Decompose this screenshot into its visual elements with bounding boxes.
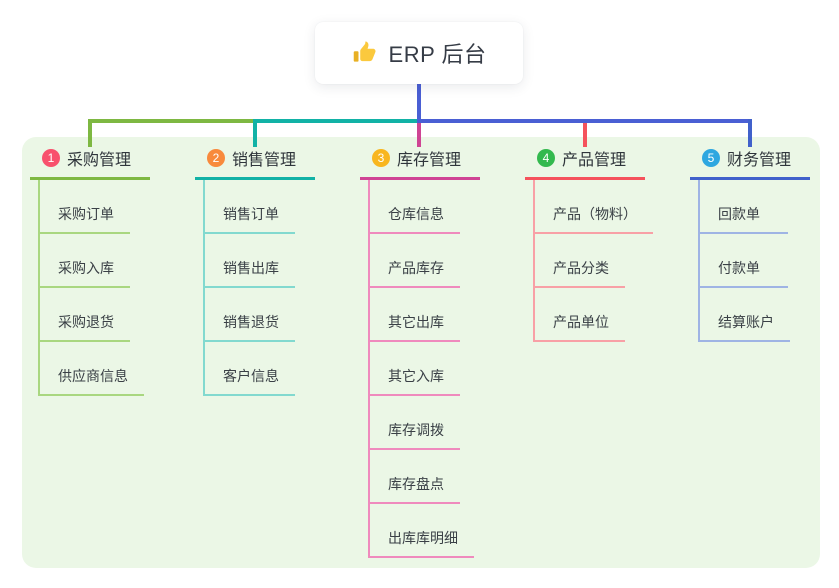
sub-item-label: 客户信息 — [223, 368, 279, 384]
connector-bus-segment-2 — [253, 119, 418, 123]
sub-item[interactable]: 客户信息 — [205, 342, 295, 396]
branch-header-inventory[interactable]: 3 库存管理 — [360, 147, 480, 180]
branch-sub-list: 产品（物料） 产品分类 产品单位 — [533, 180, 653, 342]
sub-item[interactable]: 其它入库 — [370, 342, 460, 396]
sub-item[interactable]: 产品（物料） — [535, 180, 653, 234]
sub-item-label: 产品库存 — [388, 260, 444, 276]
sub-item[interactable]: 仓库信息 — [370, 180, 460, 234]
branch-label: 库存管理 — [397, 152, 462, 169]
root-title: ERP 后台 — [388, 42, 487, 67]
branch-sub-list: 销售订单 销售出库 销售退货 客户信息 — [203, 180, 295, 396]
sub-item[interactable]: 供应商信息 — [40, 342, 144, 396]
branch-label: 产品管理 — [562, 152, 627, 169]
sub-item-label: 出库库明细 — [388, 530, 458, 546]
connector-bus-segment-3 — [417, 119, 752, 123]
sub-item[interactable]: 其它出库 — [370, 288, 460, 342]
sub-item-label: 销售订单 — [223, 206, 279, 222]
sub-item-label: 其它出库 — [388, 314, 444, 330]
branch-header-sales[interactable]: 2 销售管理 — [195, 147, 315, 180]
branch-header-finance[interactable]: 5 财务管理 — [690, 147, 810, 180]
thumbs-up-icon — [352, 40, 378, 66]
connector-drop-branch-3 — [417, 123, 421, 147]
sub-item[interactable]: 结算账户 — [700, 288, 790, 342]
sub-item[interactable]: 回款单 — [700, 180, 788, 234]
sub-item-label: 产品单位 — [553, 314, 609, 330]
sub-item[interactable]: 销售订单 — [205, 180, 295, 234]
sub-item[interactable]: 产品单位 — [535, 288, 625, 342]
branch-number-badge: 3 — [372, 149, 390, 167]
sub-item-label: 销售出库 — [223, 260, 279, 276]
branch-label: 财务管理 — [727, 152, 792, 169]
sub-item[interactable]: 产品库存 — [370, 234, 460, 288]
sub-item-label: 库存调拨 — [388, 422, 444, 438]
connector-drop-branch-1 — [88, 119, 92, 147]
sub-item[interactable]: 出库库明细 — [370, 504, 474, 558]
branch-sub-list: 采购订单 采购入库 采购退货 供应商信息 — [38, 180, 144, 396]
sub-item-label: 付款单 — [718, 260, 760, 276]
connector-drop-branch-4 — [583, 123, 587, 147]
sub-item-label: 产品分类 — [553, 260, 609, 276]
sub-item-label: 产品（物料） — [553, 206, 637, 222]
sub-item[interactable]: 付款单 — [700, 234, 788, 288]
sub-item-label: 供应商信息 — [58, 368, 128, 384]
sub-item[interactable]: 库存盘点 — [370, 450, 460, 504]
branch-sub-list: 回款单 付款单 结算账户 — [698, 180, 790, 342]
sub-item[interactable]: 产品分类 — [535, 234, 625, 288]
branch-header-purchase[interactable]: 1 采购管理 — [30, 147, 150, 180]
connector-drop-branch-5 — [748, 119, 752, 147]
sub-item[interactable]: 采购退货 — [40, 288, 130, 342]
sub-item[interactable]: 采购入库 — [40, 234, 130, 288]
sub-item-label: 采购订单 — [58, 206, 114, 222]
branch-label: 采购管理 — [67, 152, 132, 169]
connector-root-vertical — [417, 84, 421, 123]
branch-header-product[interactable]: 4 产品管理 — [525, 147, 645, 180]
branch-number-badge: 5 — [702, 149, 720, 167]
branch-number-badge: 4 — [537, 149, 555, 167]
sub-item-label: 其它入库 — [388, 368, 444, 384]
sub-item-label: 采购退货 — [58, 314, 114, 330]
branch-label: 销售管理 — [232, 152, 297, 169]
sub-item-label: 销售退货 — [223, 314, 279, 330]
sub-item[interactable]: 销售退货 — [205, 288, 295, 342]
sub-item-label: 仓库信息 — [388, 206, 444, 222]
branches-panel — [22, 137, 820, 568]
sub-item[interactable]: 采购订单 — [40, 180, 130, 234]
branch-number-badge: 1 — [42, 149, 60, 167]
connector-drop-branch-2 — [253, 119, 257, 147]
sub-item-label: 结算账户 — [718, 314, 774, 330]
connector-bus-segment-1 — [88, 119, 255, 123]
sub-item-label: 回款单 — [718, 206, 760, 222]
sub-item[interactable]: 库存调拨 — [370, 396, 460, 450]
root-node[interactable]: ERP 后台 — [315, 22, 523, 84]
branch-sub-list: 仓库信息 产品库存 其它出库 其它入库 库存调拨 库存盘点 出库库明细 — [368, 180, 474, 558]
sub-item[interactable]: 销售出库 — [205, 234, 295, 288]
branch-number-badge: 2 — [207, 149, 225, 167]
sub-item-label: 库存盘点 — [388, 476, 444, 492]
sub-item-label: 采购入库 — [58, 260, 114, 276]
